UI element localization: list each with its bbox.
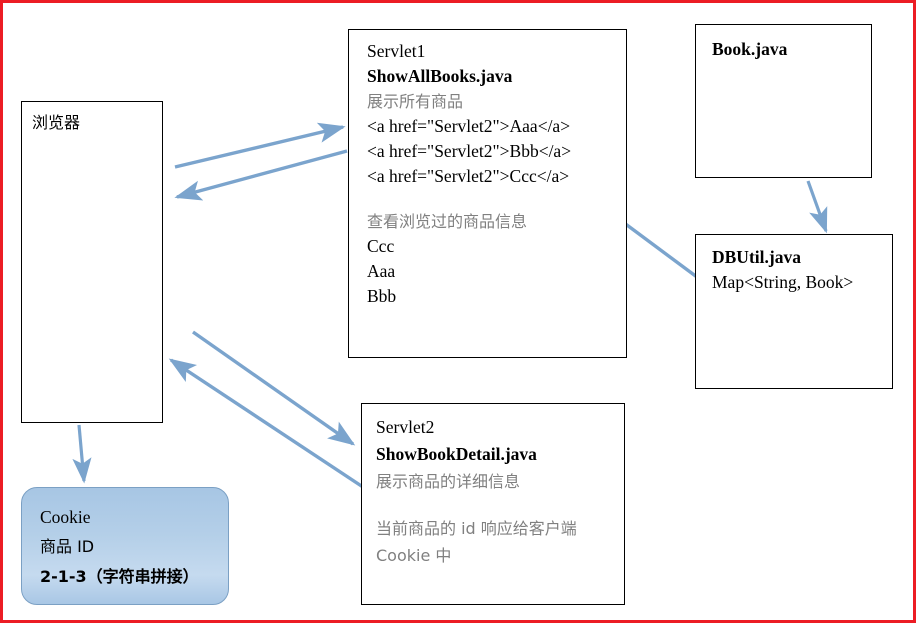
servlet2-classname: ShowBookDetail.java [376, 444, 537, 464]
servlet1-classname: ShowAllBooks.java [367, 66, 513, 86]
servlet1-spacer [367, 189, 616, 209]
browser-box: 浏览器 [21, 101, 163, 423]
servlet2-description: 展示商品的详细信息 [376, 472, 521, 491]
servlet1-history-item-2: Aaa [367, 261, 396, 281]
dbutil-map-type: Map<String, Book> [712, 272, 854, 292]
dbutil-box: DBUtil.java Map<String, Book> [695, 234, 893, 389]
dbutil-classname: DBUtil.java [712, 247, 801, 267]
servlet1-link-aaa: <a href="Servlet2">Aaa</a> [367, 116, 571, 136]
servlet2-cookie-note: Cookie 中 [376, 546, 452, 565]
cookie-box: Cookie 商品 ID 2-1-3（字符串拼接） [21, 487, 229, 605]
servlet1-box: Servlet1 ShowAllBooks.java 展示所有商品 <a hre… [348, 29, 627, 358]
arrow-browser-to-servlet1 [174, 122, 346, 169]
book-box: Book.java [695, 24, 872, 178]
browser-label: 浏览器 [32, 113, 81, 132]
arrow-book-to-dbutil [806, 180, 828, 234]
servlet1-link-ccc: <a href="Servlet2">Ccc</a> [367, 166, 570, 186]
servlet2-response-note: 当前商品的 id 响应给客户端 [376, 519, 577, 538]
servlet1-history-item-3: Bbb [367, 286, 397, 306]
servlet2-spacer [376, 495, 614, 515]
arrow-browser-to-servlet2 [192, 330, 356, 446]
cookie-product-id: 商品 ID [40, 537, 95, 556]
cookie-title: Cookie [40, 507, 91, 527]
book-classname: Book.java [712, 39, 788, 59]
cookie-value: 2-1-3（字符串拼接） [40, 567, 199, 586]
servlet2-box: Servlet2 ShowBookDetail.java 展示商品的详细信息 当… [361, 403, 625, 605]
servlet2-name: Servlet2 [376, 417, 435, 437]
servlet1-history-title: 查看浏览过的商品信息 [367, 212, 528, 231]
arrow-browser-to-cookie [72, 424, 92, 484]
servlet1-name: Servlet1 [367, 41, 426, 61]
arrow-servlet2-to-browser [168, 358, 373, 495]
servlet1-history-item-1: Ccc [367, 236, 395, 256]
arrow-servlet1-to-browser [174, 149, 348, 201]
servlet1-description: 展示所有商品 [367, 92, 464, 111]
servlet1-link-bbb: <a href="Servlet2">Bbb</a> [367, 141, 572, 161]
